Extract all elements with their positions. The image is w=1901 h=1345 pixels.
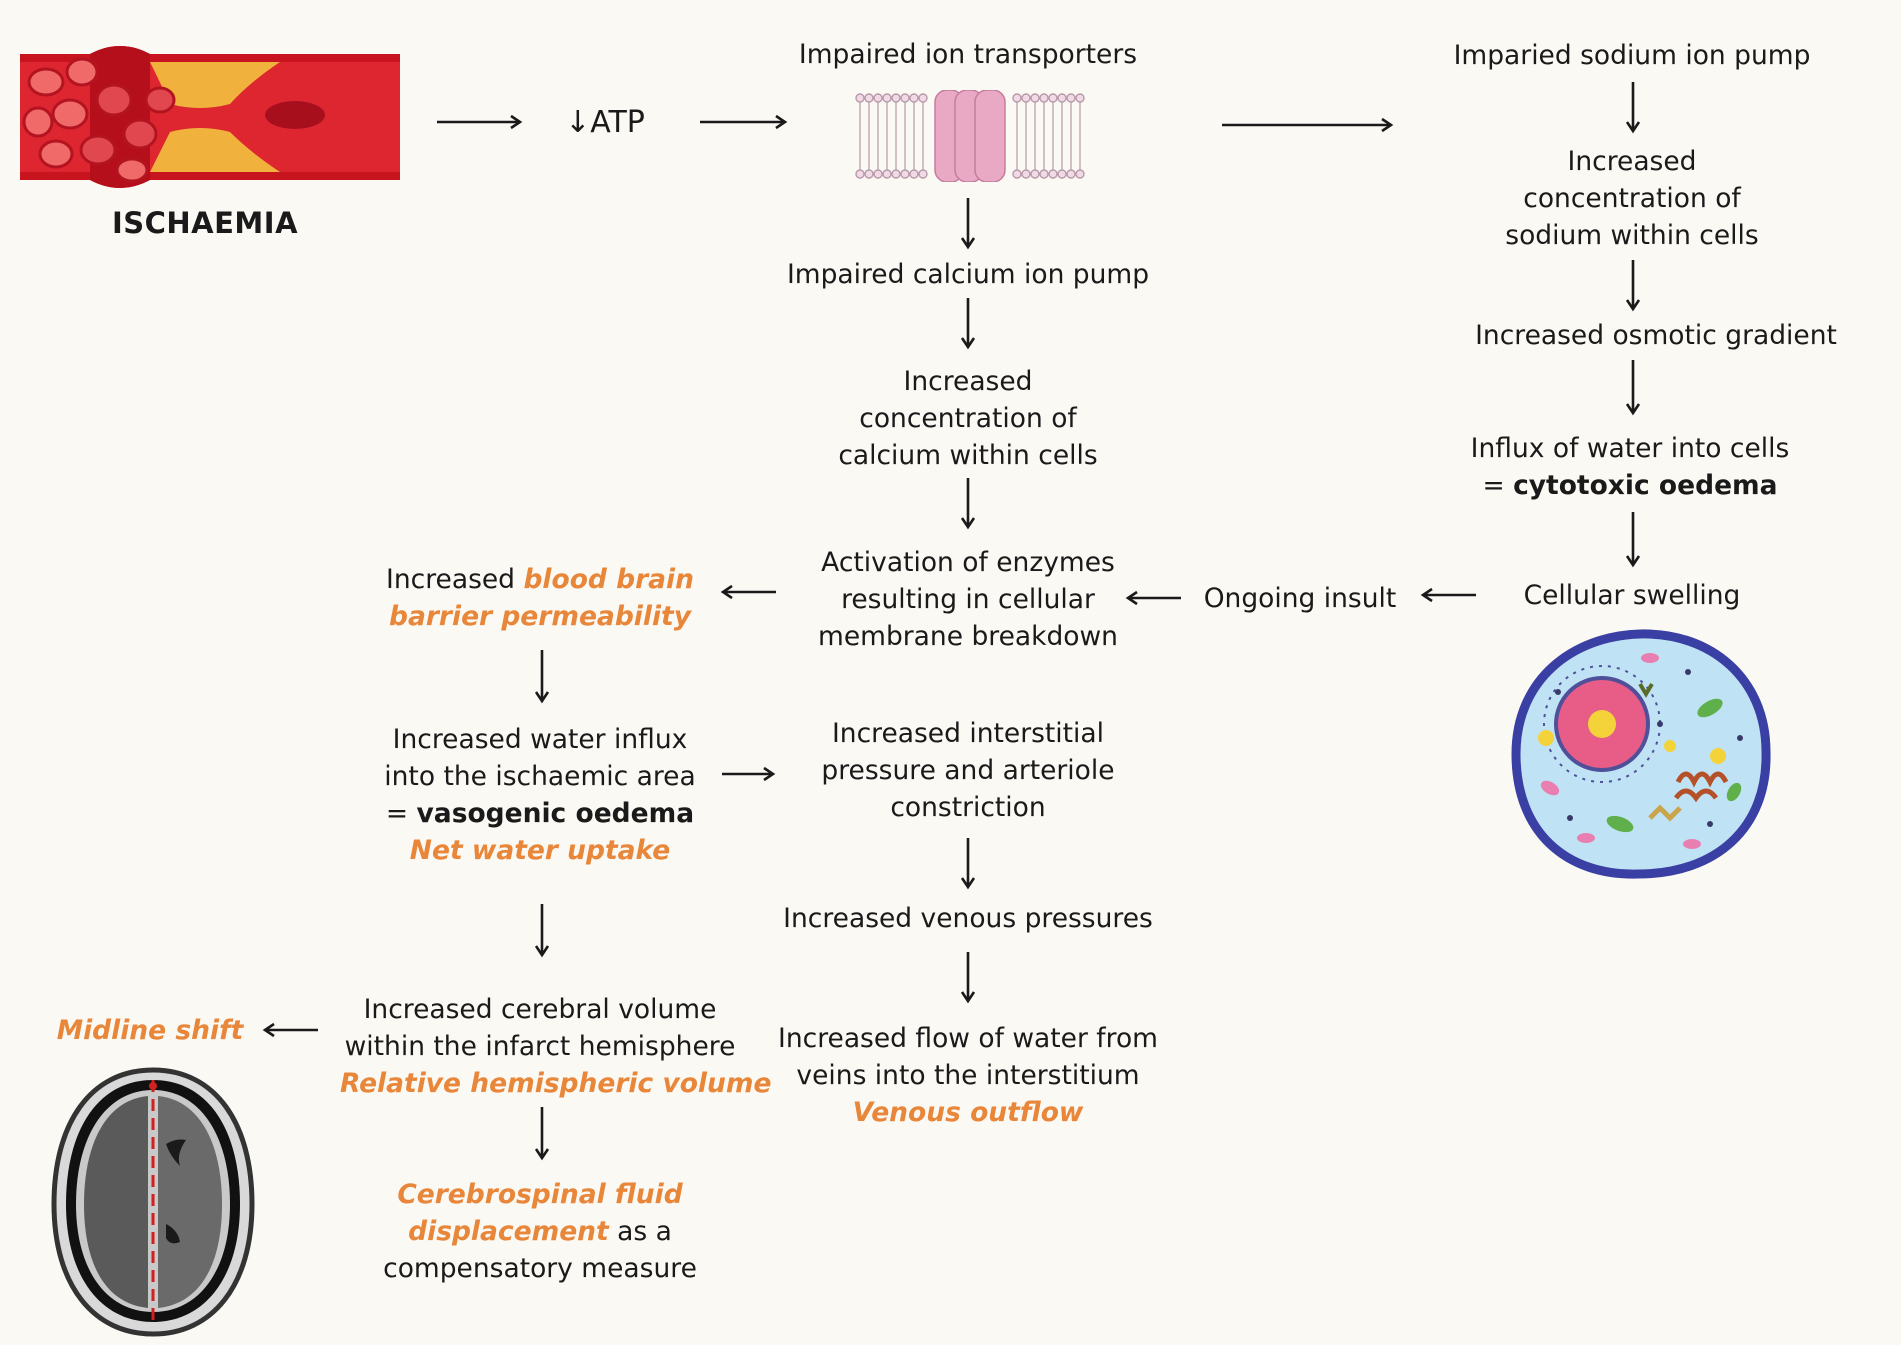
increased-water-influx: Increased water influx into the ischaemi… (384, 724, 696, 866)
arrow-right (722, 766, 776, 782)
arrow-down (960, 198, 976, 250)
impaired-sodium-pump: Imparied sodium ion pump (1453, 40, 1811, 71)
arrow-right (700, 114, 788, 130)
impaired-calcium-pump: Impaired calcium ion pump (786, 259, 1150, 290)
increased-interstitial-pressure: Increased interstitial pressure and arte… (821, 718, 1115, 823)
membrane-transporter-icon (855, 90, 1085, 182)
increased-bbb-permeability: Increased blood brain barrier permeabili… (386, 564, 694, 632)
increased-sodium-concentration: Increased concentration of sodium within… (1505, 146, 1759, 251)
cellular-swelling: Cellular swelling (1523, 580, 1741, 611)
arrow-right (1222, 117, 1394, 133)
increased-osmotic-gradient: Increased osmotic gradient (1475, 320, 1837, 351)
arrow-down (960, 952, 976, 1004)
increased-cerebral-volume: Increased cerebral volume within the inf… (340, 994, 772, 1099)
midline-shift: Midline shift (56, 1015, 244, 1046)
increased-flow-of-water: Increased flow of water from veins into … (778, 1023, 1158, 1128)
arrow-right (437, 114, 523, 130)
brain-ct-icon (51, 1067, 255, 1337)
arrow-down (960, 478, 976, 530)
csf-displacement: Cerebrospinal fluid displacement as a co… (383, 1179, 697, 1284)
arrow-down (1625, 260, 1641, 312)
activation-of-enzymes: Activation of enzymes resulting in cellu… (818, 547, 1118, 652)
arrow-down (534, 1107, 550, 1161)
swollen-cell-icon (1511, 629, 1771, 879)
arrow-left (1125, 590, 1181, 606)
arrow-left (720, 584, 776, 600)
arrow-down (534, 650, 550, 704)
arrow-down (960, 298, 976, 350)
increased-calcium-concentration: Increased concentration of calcium withi… (838, 366, 1098, 471)
blocked-artery-icon (20, 46, 400, 188)
arrow-left (1420, 587, 1476, 603)
arrow-down (1625, 82, 1641, 134)
arrow-down (960, 838, 976, 890)
influx-of-water: Influx of water into cells = cytotoxic o… (1470, 433, 1790, 501)
atp-label: ↓ATP (565, 105, 645, 140)
ischaemia-label: ISCHAEMIA (111, 206, 299, 240)
arrow-left (262, 1022, 318, 1038)
arrow-down (1625, 512, 1641, 568)
ongoing-insult: Ongoing insult (1203, 583, 1397, 614)
increased-venous-pressures: Increased venous pressures (783, 903, 1153, 934)
impaired-ion-transporters: Impaired ion transporters (798, 39, 1138, 70)
arrow-down (1625, 360, 1641, 416)
arrow-down (534, 904, 550, 958)
